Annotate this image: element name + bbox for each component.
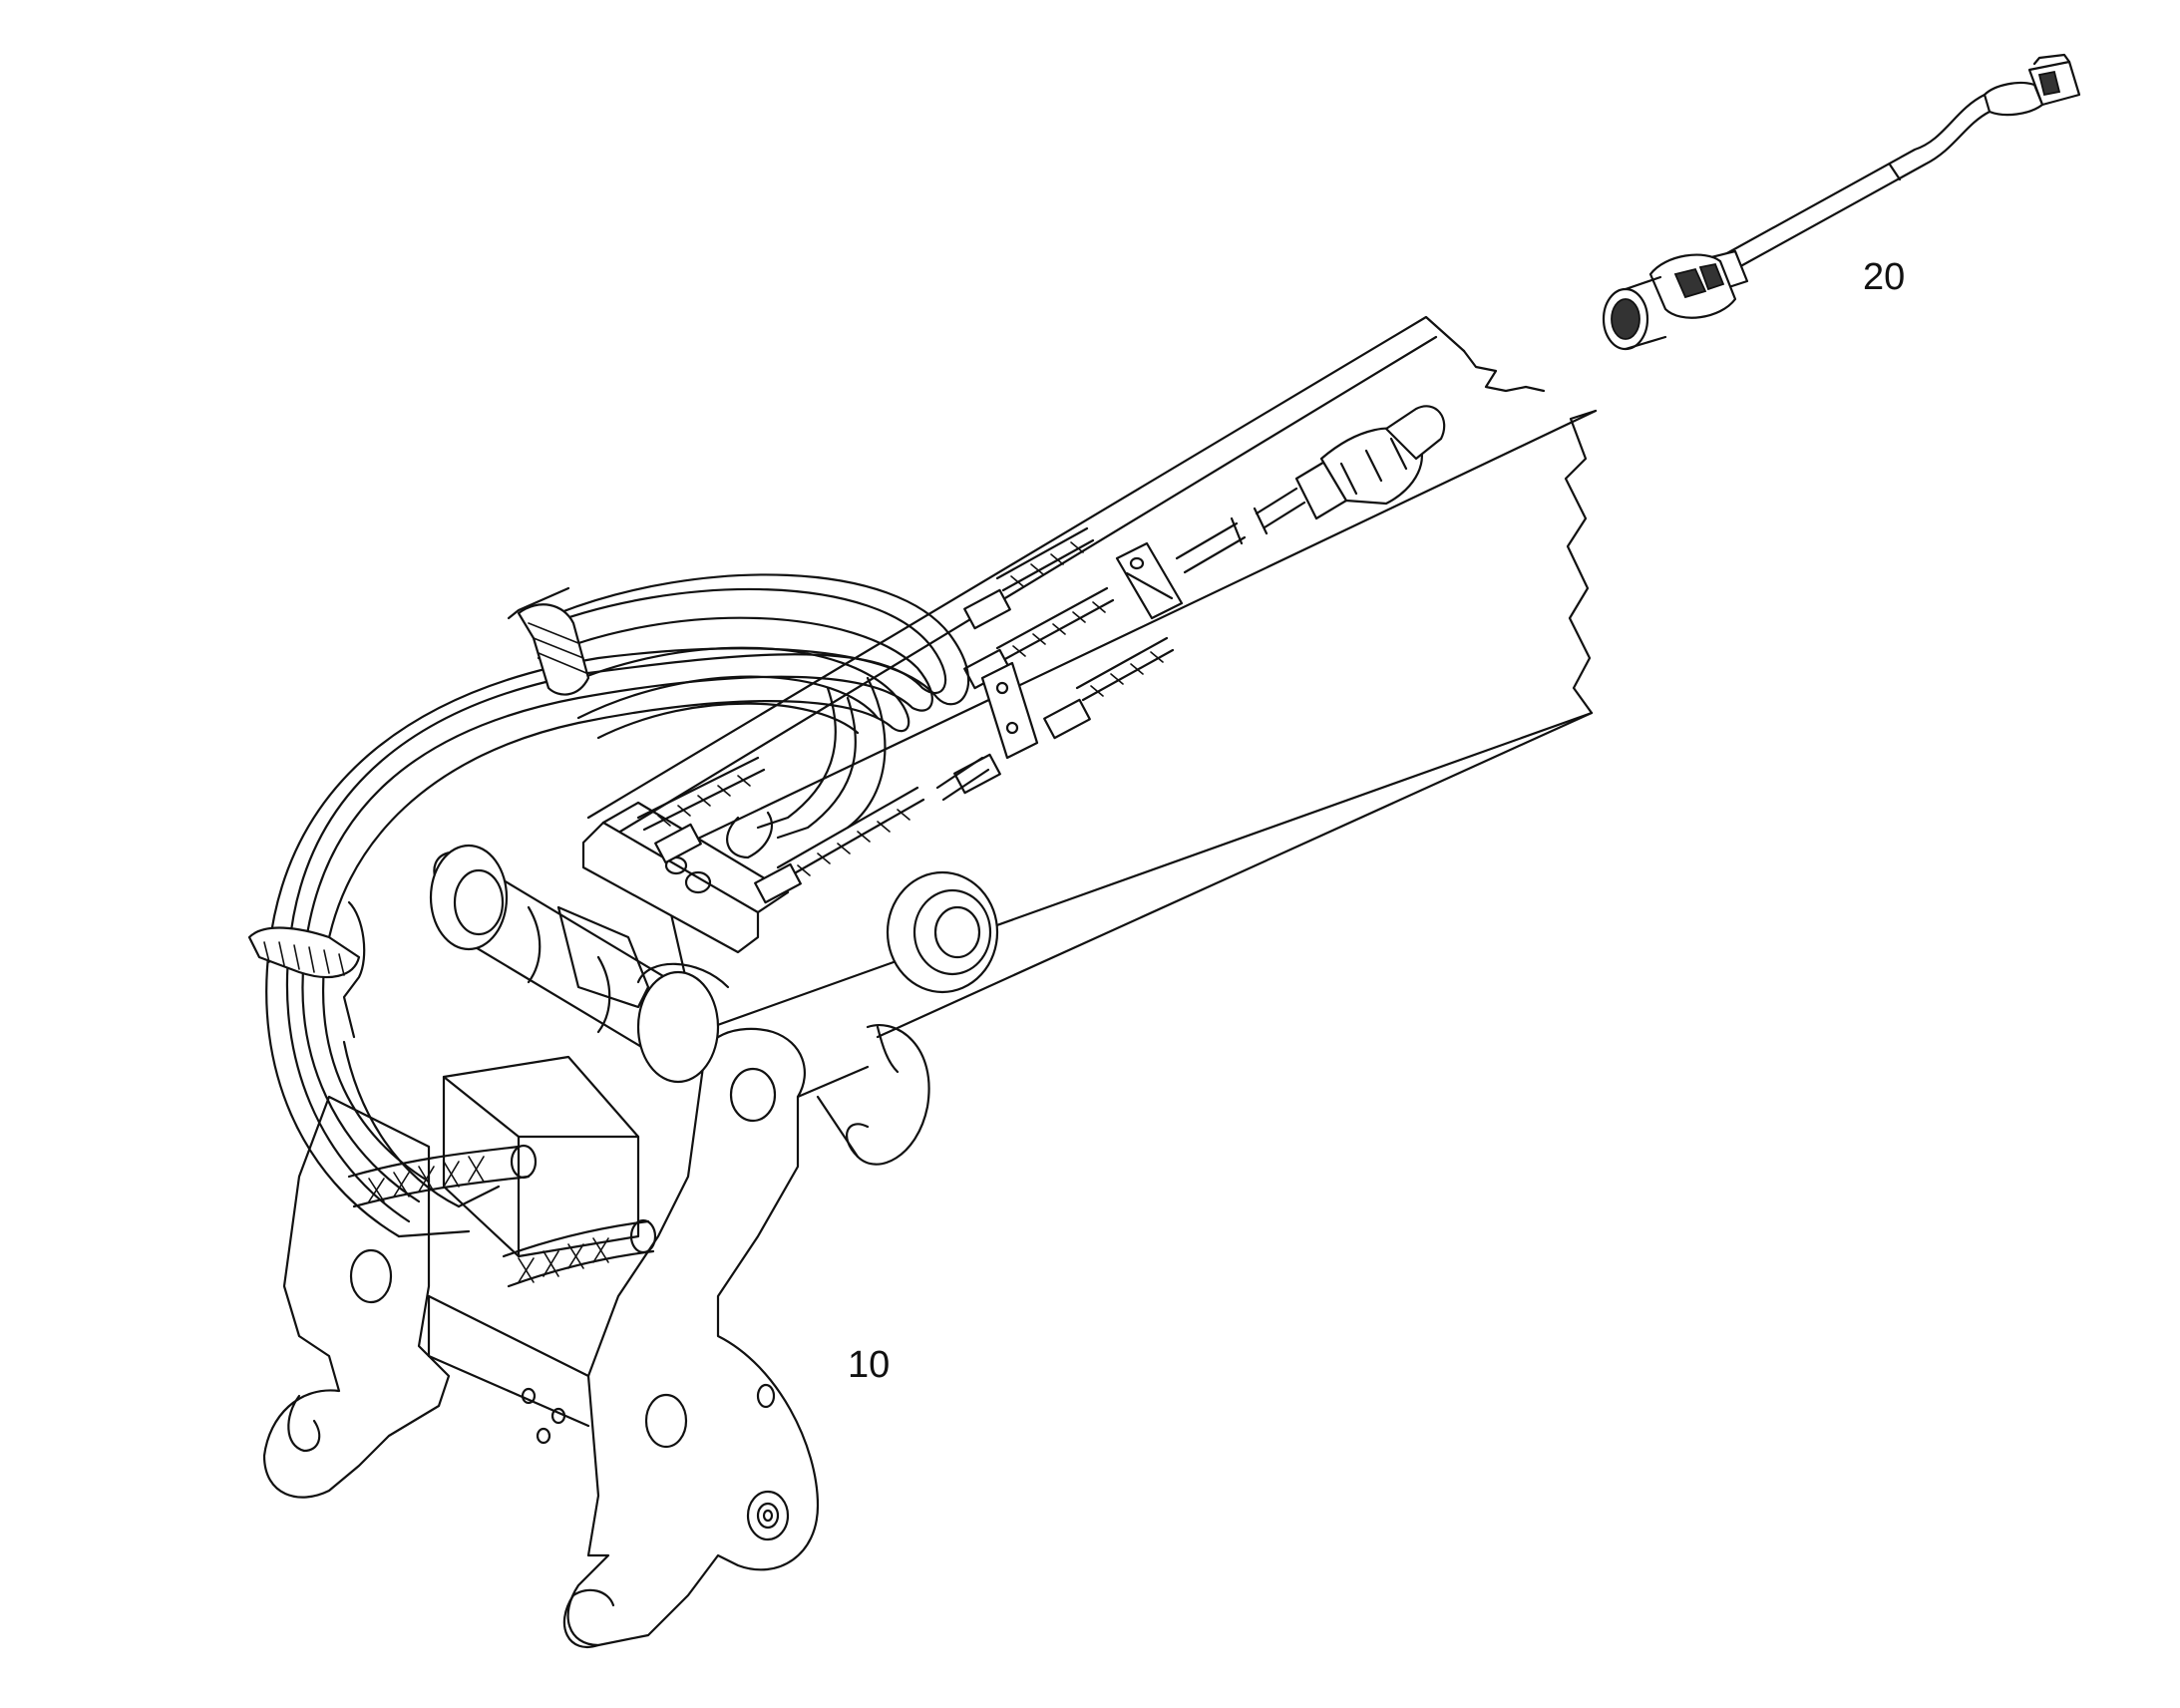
hose-clamp (1115, 541, 1184, 620)
coupler-bracket (262, 1024, 930, 1648)
hydraulic-hoses (636, 526, 1175, 904)
cable-ties (247, 586, 590, 1039)
manifold (935, 661, 1039, 802)
harness-part-20 (1602, 53, 2081, 351)
braided-lower-hoses (347, 1144, 657, 1288)
hose-bundle (265, 573, 970, 1238)
boom-pivot-boss (886, 870, 999, 994)
boom-cable-connector (1175, 405, 1446, 574)
callout-part-20: 20 (1863, 256, 1906, 298)
callout-part-10: 10 (848, 1344, 891, 1386)
pivot-pin (429, 844, 730, 1084)
boom-arm (586, 315, 1598, 1039)
valve-block (581, 801, 790, 954)
